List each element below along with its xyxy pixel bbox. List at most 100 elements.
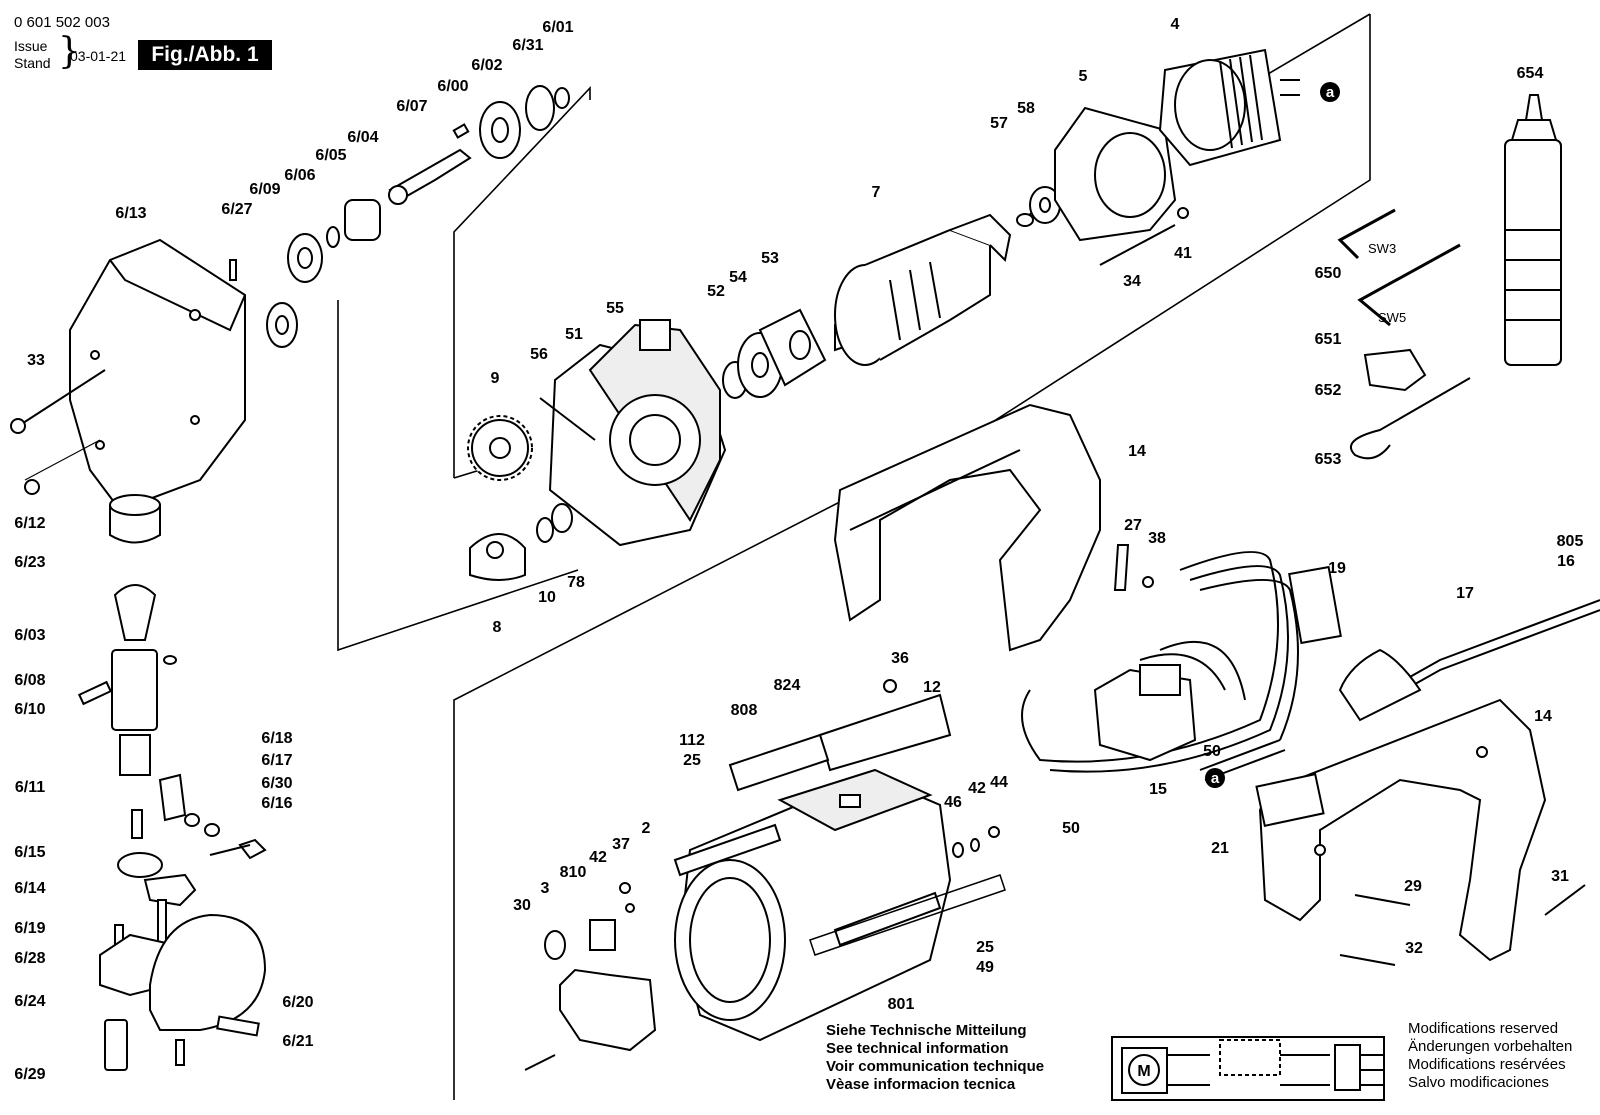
part-label: 78 [567, 574, 585, 591]
motor-symbol-circle [1128, 1054, 1160, 1086]
part-label: 810 [560, 864, 587, 881]
part-label: 653 [1315, 451, 1342, 468]
part-number-labels: 6/016/316/026/006/076/046/056/066/096/27… [14, 16, 1583, 1083]
grease-tube-654 [1504, 94, 1562, 366]
part-label: 25 [683, 752, 701, 769]
part-label: 6/21 [282, 1033, 313, 1050]
screw-34 [1099, 224, 1176, 266]
part-label: 55 [606, 300, 624, 317]
modifications-note: Modifications reserved Änderungen vorbeh… [1408, 1020, 1572, 1092]
stand-label: Stand [14, 55, 51, 71]
sw3-label: SW3 [1368, 241, 1396, 256]
issue-label: Issue [14, 38, 48, 54]
part-label: 41 [1174, 245, 1192, 262]
cover-12 [818, 693, 952, 772]
part-label: 6/08 [14, 672, 45, 689]
connector-marker-bottom [1205, 768, 1225, 788]
part-label: 6/20 [282, 994, 313, 1011]
part-label: 6/04 [347, 129, 378, 146]
label-strip-801 [833, 891, 942, 947]
part-label: 54 [729, 269, 747, 286]
part-label: 801 [888, 996, 915, 1013]
gearbox-frame-lower [337, 300, 579, 652]
part-label: 14 [1534, 708, 1552, 725]
issue-date: 03-01-21 [70, 48, 127, 64]
technical-note-line: See technical information [826, 1040, 1009, 1057]
sw5-label: SW5 [1378, 310, 1406, 325]
part-label: 57 [990, 115, 1008, 132]
part-label: 6/13 [115, 205, 146, 222]
part-label: 8 [493, 619, 502, 636]
part-label: 44 [990, 774, 1008, 791]
part-label: 6/06 [284, 167, 315, 184]
modifications-line: Änderungen vorbehalten [1408, 1038, 1573, 1055]
part-label: 16 [1557, 553, 1575, 570]
technical-note-line: Voir communication technique [826, 1058, 1045, 1075]
part-label: 36 [891, 650, 909, 667]
lower-head-parts [77, 494, 267, 1071]
part-label: 30 [513, 897, 531, 914]
part-label: 17 [1456, 585, 1474, 602]
modifications-line: Salvo modificaciones [1408, 1074, 1549, 1091]
label-strip-25-49 [809, 874, 1006, 956]
part-label: 37 [612, 836, 630, 853]
part-label: 12 [923, 679, 941, 696]
handle-screws [1339, 884, 1586, 966]
part-label: 46 [944, 794, 962, 811]
head-housing [69, 238, 246, 512]
part-label: 32 [1405, 940, 1423, 957]
modifications-line: Modifications reserved [1408, 1020, 1559, 1037]
wiring-schematic [1111, 1036, 1385, 1101]
head-shaft-parts [229, 85, 570, 348]
part-label: 6/27 [221, 201, 252, 218]
part-label: 6/31 [512, 37, 543, 54]
part-label: 50 [1062, 820, 1080, 837]
part-label: 9 [491, 370, 500, 387]
part-label: 33 [27, 352, 45, 369]
brace-glyph: } [58, 31, 81, 72]
clip-27 [1113, 544, 1130, 591]
part-label: 19 [1328, 560, 1346, 577]
connector-marker-top [1320, 82, 1340, 102]
label-strip-112 [673, 823, 782, 877]
part-label: 53 [761, 250, 779, 267]
part-label: 3 [541, 880, 550, 897]
part-label: 6/02 [471, 57, 502, 74]
washer-group [952, 826, 1000, 858]
part-label: 51 [565, 326, 583, 343]
part-label: 805 [1557, 533, 1584, 550]
part-label: 6/11 [15, 779, 45, 796]
plate-21 [1255, 773, 1325, 827]
switch-15 [1093, 664, 1197, 762]
part-label: 5 [1079, 68, 1088, 85]
part-label: 31 [1551, 868, 1569, 885]
washer-41 [1177, 207, 1189, 219]
part-label: 651 [1315, 331, 1342, 348]
part-label: 6/29 [14, 1066, 45, 1083]
part-label: 56 [530, 346, 548, 363]
part-label: 654 [1517, 65, 1544, 82]
part-label: 6/09 [249, 181, 280, 198]
part-label: 27 [1124, 517, 1142, 534]
strain-relief-17 [1338, 648, 1422, 722]
part-label: 38 [1148, 530, 1166, 547]
part-label: 2 [642, 820, 651, 837]
document-number: 0 601 502 003 [14, 14, 110, 31]
technical-note-line: Vèase informacion tecnica [826, 1076, 1016, 1093]
issue-stand-label: Issue Stand [14, 38, 51, 72]
pin-653 [1349, 377, 1471, 460]
part-label: 6/23 [14, 554, 45, 571]
part-label: 6/16 [261, 795, 292, 812]
part-label: 6/00 [437, 78, 468, 95]
brush-holder [544, 882, 657, 1052]
part-label: 25 [976, 939, 994, 956]
gearbox-frame [453, 85, 591, 478]
part-label: 6/03 [14, 627, 45, 644]
part-label: 6/14 [14, 880, 45, 897]
spanner-652 [1363, 348, 1427, 392]
technical-note: Siehe Technische Mitteilung See technica… [826, 1022, 1044, 1094]
part-label: 21 [1211, 840, 1229, 857]
plug-612 [24, 479, 40, 495]
part-label: 652 [1315, 382, 1342, 399]
